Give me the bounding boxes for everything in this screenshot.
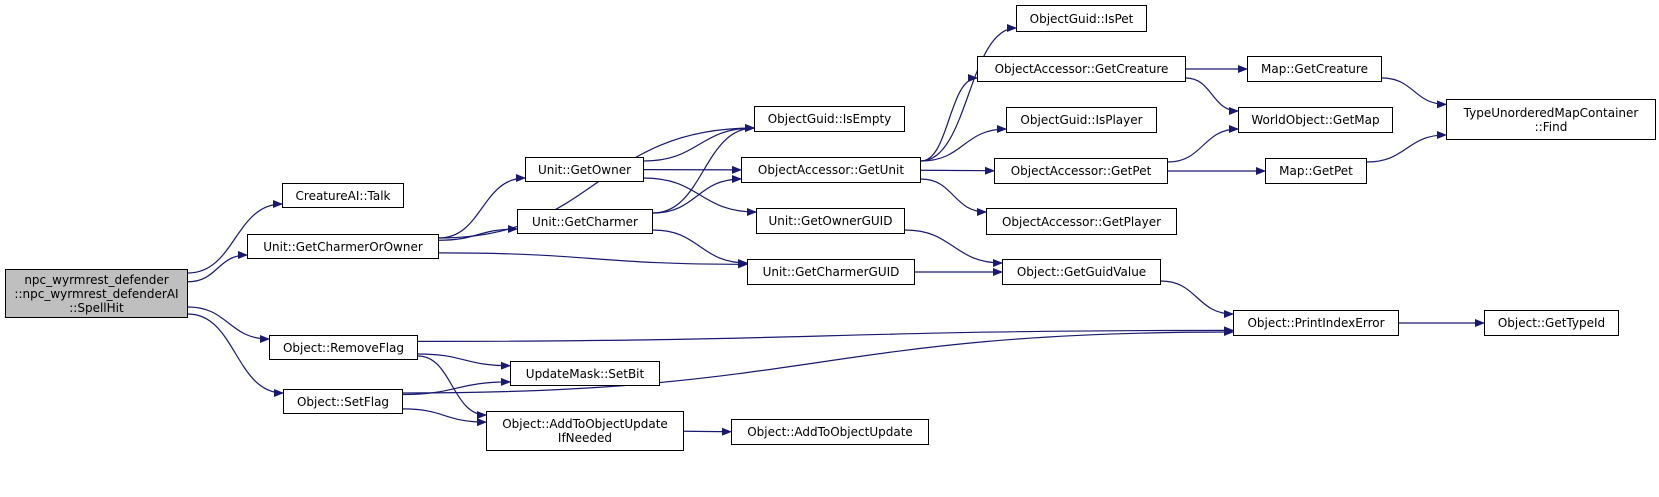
node-object-gettypeid[interactable]: Object::GetTypeId [1484, 310, 1619, 336]
edge-root-to-removeflag [187, 306, 270, 343]
edge-getunit-to-oagetplayer [920, 178, 987, 216]
edge-gcoo-to-isempty [438, 124, 755, 239]
node-objectaccessor-getcreature[interactable]: ObjectAccessor::GetCreature [977, 56, 1186, 82]
node-unit-getcharmerorowner[interactable]: Unit::GetCharmerOrOwner [247, 234, 439, 259]
edge-oagetcreature-to-getmap [1185, 77, 1239, 115]
edge-getcharmer-to-getunit [652, 175, 742, 214]
edge-removeflag-to-setbit [417, 353, 511, 370]
edge-gcoo-to-getowner [438, 174, 526, 239]
node-object-getguidvalue[interactable]: Object::GetGuidValue [1002, 259, 1161, 285]
node-object-addtoobjectupdate[interactable]: Object::AddToObjectUpdate [731, 419, 929, 445]
edge-getguidvalue-to-printindexerror [1160, 280, 1234, 318]
edge-getownerguid-to-getguidvalue [904, 229, 1003, 267]
edge-getowner-to-getownerguid [643, 177, 757, 216]
edge-getcharmer-to-getcharmerguid [652, 229, 748, 267]
node-objectguid-isplayer[interactable]: ObjectGuid::IsPlayer [1006, 107, 1157, 133]
node-creatureai-talk[interactable]: CreatureAI::Talk [282, 183, 404, 208]
edge-oagetpet-to-getmap [1167, 125, 1239, 163]
edge-getowner-to-isempty [643, 124, 755, 162]
node-objectguid-ispet[interactable]: ObjectGuid::IsPet [1016, 5, 1147, 32]
node-objectguid-isempty[interactable]: ObjectGuid::IsEmpty [754, 106, 905, 132]
node-object-setflag[interactable]: Object::SetFlag [283, 389, 403, 414]
edge-getunit-to-isplayer [920, 125, 1007, 162]
edge-setflag-to-aoupifneeded [402, 408, 487, 427]
node-objectaccessor-getunit[interactable]: ObjectAccessor::GetUnit [741, 157, 921, 183]
edge-root-to-setflag [187, 313, 284, 397]
edge-getunit-to-oagetcreature [920, 74, 978, 162]
node-root-spellhit[interactable]: npc_wyrmrest_defender ::npc_wyrmrest_def… [5, 269, 188, 318]
node-object-addtoobjectupdateifneeded[interactable]: Object::AddToObjectUpdate IfNeeded [486, 411, 684, 451]
node-map-getcreature[interactable]: Map::GetCreature [1247, 56, 1382, 82]
node-worldobject-getmap[interactable]: WorldObject::GetMap [1238, 107, 1393, 133]
node-unit-getownerguid[interactable]: Unit::GetOwnerGUID [756, 208, 905, 234]
node-unit-getowner[interactable]: Unit::GetOwner [525, 157, 644, 182]
edge-getcharmer-to-isempty [652, 124, 755, 214]
node-object-printindexerror[interactable]: Object::PrintIndexError [1233, 310, 1399, 336]
edge-mapgetcreature-to-find [1381, 77, 1447, 109]
edge-setflag-to-setbit [402, 377, 511, 396]
node-unit-getcharmer[interactable]: Unit::GetCharmer [517, 209, 653, 234]
node-updatemask-setbit[interactable]: UpdateMask::SetBit [510, 361, 660, 386]
edge-root-to-talk [187, 200, 283, 274]
edge-removeflag-to-aoupifneeded [417, 355, 487, 419]
node-objectaccessor-getplayer[interactable]: ObjectAccessor::GetPlayer [986, 208, 1177, 235]
edge-root-to-gcoo [187, 251, 248, 283]
edge-setflag-to-printindexerror [402, 328, 1234, 394]
node-map-getpet[interactable]: Map::GetPet [1265, 158, 1367, 184]
node-typeunorderedmapcontainer-find[interactable]: TypeUnorderedMapContainer ::Find [1446, 99, 1656, 140]
edge-removeflag-to-printindexerror [417, 326, 1234, 342]
edge-gcoo-to-getcharmer [438, 225, 518, 241]
node-objectaccessor-getpet[interactable]: ObjectAccessor::GetPet [994, 158, 1168, 184]
node-unit-getcharmerguid[interactable]: Unit::GetCharmerGUID [747, 259, 915, 285]
edge-mapgetpet-to-find [1366, 130, 1447, 163]
edge-getunit-to-ispet [920, 24, 1017, 162]
edge-gcoo-to-getcharmerguid [438, 252, 748, 269]
node-object-removeflag[interactable]: Object::RemoveFlag [269, 335, 418, 360]
